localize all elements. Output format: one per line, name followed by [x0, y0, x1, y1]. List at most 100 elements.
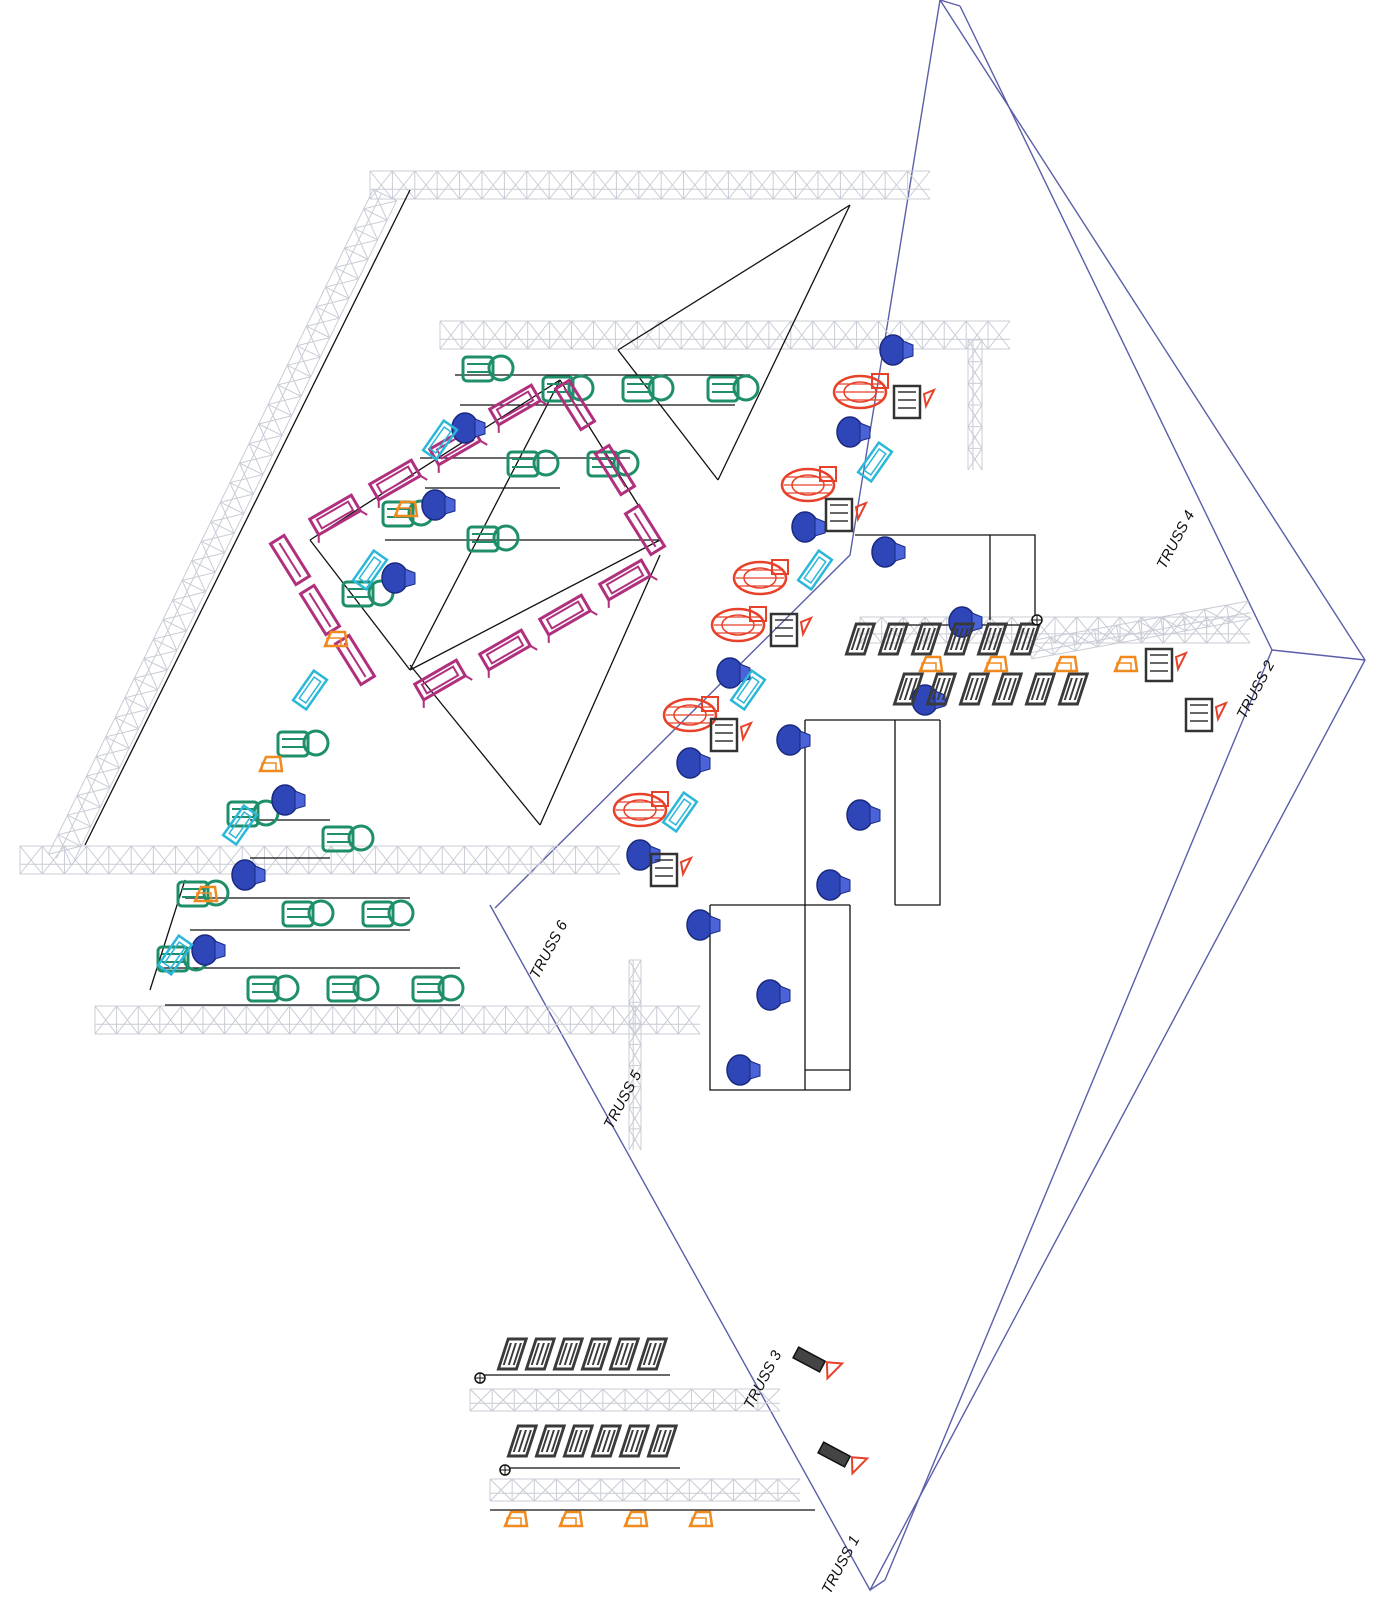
par-can-icon [1113, 655, 1139, 673]
wash-fixture-icon [411, 974, 465, 1003]
spot-fixture-icon [892, 384, 937, 420]
led-bar-icon [553, 378, 597, 432]
profile-fixture-icon [710, 606, 767, 643]
wash-fixture-icon [621, 374, 675, 403]
beam-fixture-icon [191, 934, 226, 966]
spot-fixture-icon [1144, 647, 1189, 683]
beam-fixture-icon [381, 562, 416, 594]
blinder-icon [562, 1424, 595, 1458]
truss-2-stub [1027, 600, 1252, 660]
beam-fixture-icon [846, 799, 881, 831]
led-bar-icon [593, 443, 637, 497]
strobe-icon [661, 790, 699, 834]
wash-fixture-icon [586, 449, 640, 478]
cable-lines [84, 189, 1036, 1511]
beam-fixture-icon [756, 979, 791, 1011]
truss-label-5: TRUSS 5 [601, 1067, 646, 1131]
truss-label-3: TRUSS 3 [741, 1347, 786, 1411]
beam-fixture-icon [676, 747, 711, 779]
spot-fixture-icon [1184, 697, 1229, 733]
beam-fixture-icon [816, 869, 851, 901]
beam-fixture-icon [271, 784, 306, 816]
led-bar-icon [537, 593, 598, 643]
stage-outline [489, 0, 1366, 1592]
led-bar-icon [367, 458, 428, 508]
truss-label-2: TRUSS 2 [1234, 657, 1279, 721]
truss-6 [19, 845, 621, 875]
truss-vertical-hang [967, 339, 983, 471]
beam-fixture-icon [776, 724, 811, 756]
wash-fixture-icon [321, 824, 375, 853]
spot-fixture-icon [649, 852, 694, 888]
blinder-icon [910, 622, 943, 656]
strobe-icon [796, 548, 834, 592]
wash-fixture-icon [281, 899, 335, 928]
blinder-icon [580, 1337, 613, 1371]
led-bar-icon [623, 503, 667, 557]
truss-1 [489, 1478, 801, 1502]
profile-fixture-icon [732, 559, 789, 596]
led-bar-icon [412, 658, 473, 708]
led-bar-icon [307, 493, 368, 543]
par-can-icon [1053, 655, 1079, 673]
moving-head-icon [792, 1346, 845, 1381]
wash-fixture-icon [506, 449, 560, 478]
par-can-icon [558, 1510, 584, 1528]
connector-icon [474, 1372, 486, 1384]
beam-fixture-icon [871, 536, 906, 568]
connector-icon [499, 1464, 511, 1476]
truss-mid-back [439, 320, 1011, 350]
led-bar-icon [268, 533, 312, 587]
par-can-icon [688, 1510, 714, 1528]
beam-fixture-icon [686, 909, 721, 941]
truss-top-back [369, 170, 931, 200]
led-bar-icon [477, 628, 538, 678]
wash-fixture-icon [276, 729, 330, 758]
blinder-icon [608, 1337, 641, 1371]
truss-3 [469, 1388, 781, 1412]
beam-fixture-icon [726, 1054, 761, 1086]
beam-fixture-icon [948, 606, 983, 638]
blinder-icon [636, 1337, 669, 1371]
par-can-icon [393, 500, 419, 518]
blinder-icon [976, 622, 1009, 656]
blinder-icon [1024, 672, 1057, 706]
blinder-icon [618, 1424, 651, 1458]
profile-fixture-icon [612, 791, 669, 828]
led-bar-icon [487, 383, 548, 433]
blinder-icon [496, 1337, 529, 1371]
beam-fixture-icon [231, 859, 266, 891]
wash-fixture-icon [326, 974, 380, 1003]
par-can-icon [258, 755, 284, 773]
spot-fixture-icon [709, 717, 754, 753]
truss-vertical-drop [628, 959, 642, 1151]
strobe-icon [351, 548, 389, 592]
wash-fixture-icon [706, 374, 760, 403]
spot-fixture-icon [824, 497, 869, 533]
strobe-icon [729, 668, 767, 712]
led-bar-icon [298, 583, 342, 637]
fixture-layer [156, 334, 1229, 1528]
profile-fixture-icon [780, 466, 837, 503]
blinder-icon [1057, 672, 1090, 706]
connector-icon [1031, 614, 1043, 626]
beam-fixture-icon [791, 511, 826, 543]
blinder-icon [590, 1424, 623, 1458]
wash-fixture-icon [246, 974, 300, 1003]
beam-fixture-icon [421, 489, 456, 521]
moving-head-icon [817, 1441, 870, 1476]
strobe-icon [291, 668, 329, 712]
par-can-icon [323, 630, 349, 648]
par-can-icon [983, 655, 1009, 673]
beam-fixture-icon [879, 334, 914, 366]
truss-left-diagonal [47, 188, 398, 866]
wash-fixture-icon [466, 524, 520, 553]
strobe-icon [156, 933, 194, 977]
blinder-icon [943, 622, 976, 656]
led-bar-icon [333, 633, 377, 687]
beam-fixture-icon [836, 416, 871, 448]
beam-fixture-icon [716, 657, 751, 689]
truss-label-6: TRUSS 6 [527, 917, 572, 981]
strobe-icon [421, 418, 459, 462]
